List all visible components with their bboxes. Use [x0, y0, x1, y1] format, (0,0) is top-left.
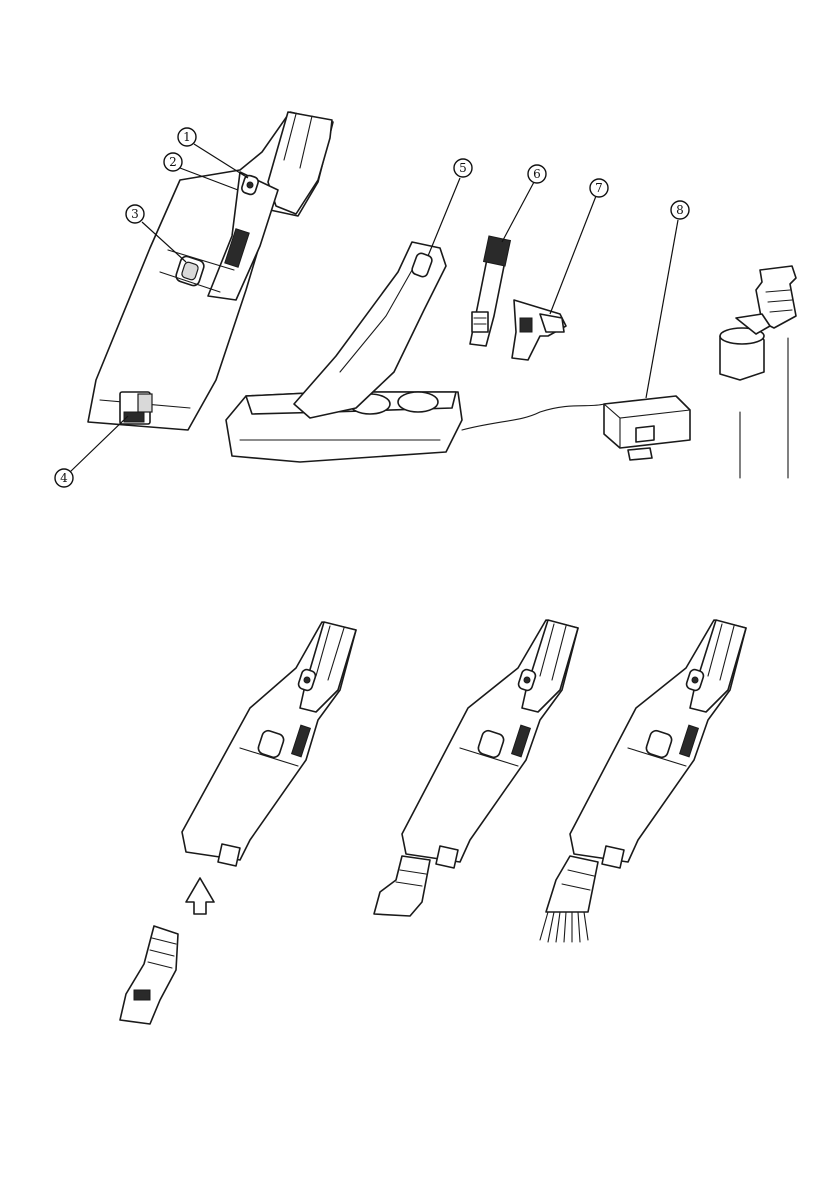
- vacuum-brush-mode: [540, 620, 746, 942]
- charging-base: [226, 242, 604, 462]
- brush-bristles: [540, 912, 588, 942]
- callout-7: 7: [550, 179, 608, 314]
- filter-assembly: [720, 266, 796, 478]
- callout-1-num: 1: [183, 130, 191, 144]
- brush-nozzle: [470, 236, 510, 346]
- callout-6-num: 6: [533, 167, 541, 181]
- callout-4: 4: [55, 416, 128, 487]
- callout-8: 8: [646, 201, 689, 398]
- callout-4-num: 4: [60, 471, 68, 485]
- vacuum-main: [88, 112, 333, 430]
- callout-3-num: 3: [131, 207, 139, 221]
- vacuum-attach-step: [120, 622, 356, 1024]
- callout-5-num: 5: [459, 161, 467, 175]
- callout-7-num: 7: [595, 181, 603, 195]
- vacuum-crevice-mode: [374, 620, 578, 916]
- callout-2-num: 2: [169, 155, 177, 169]
- crevice-nozzle: [512, 300, 566, 360]
- callout-6: 6: [502, 165, 546, 242]
- adapter: [604, 396, 690, 460]
- callout-5: 5: [428, 159, 472, 256]
- callout-8-num: 8: [676, 203, 684, 217]
